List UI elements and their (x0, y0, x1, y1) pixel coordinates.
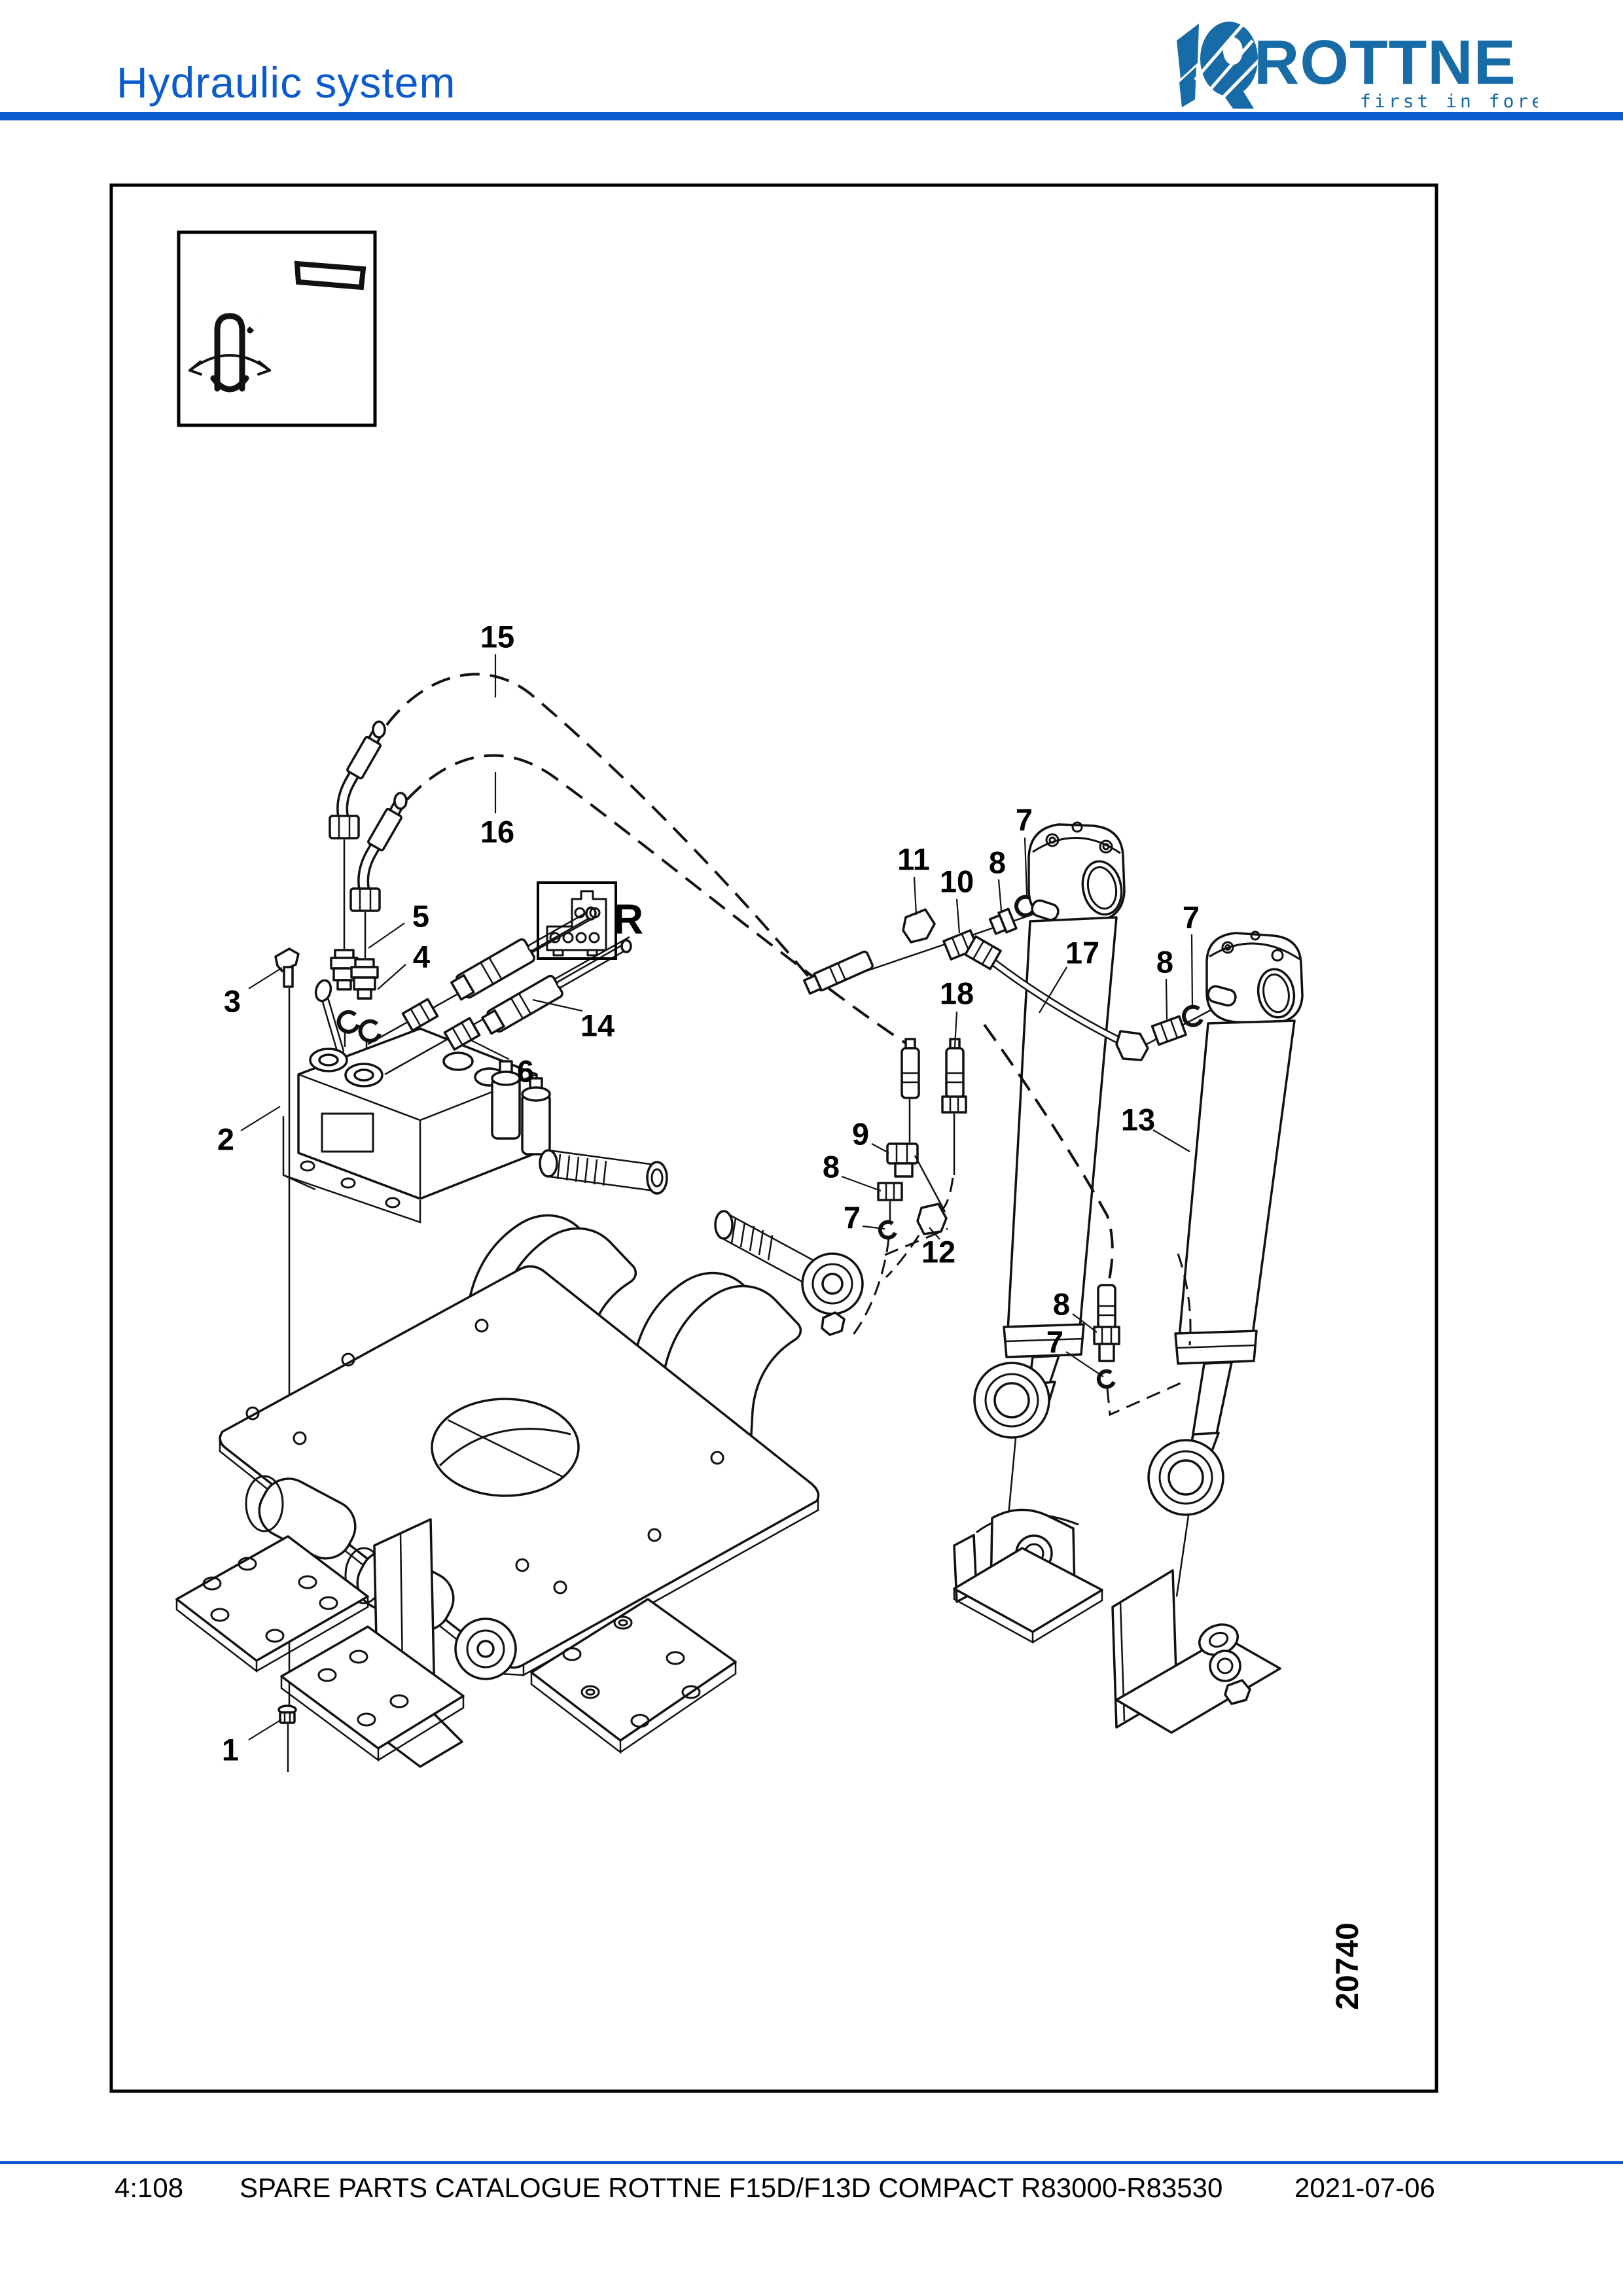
part-label-12: 12 (921, 1234, 956, 1269)
pipe-17-and-right-port (964, 935, 1226, 1061)
hose-15-pipe (329, 720, 386, 949)
fittings-6-and-14 (367, 906, 632, 1076)
part-label-16: 16 (480, 814, 515, 849)
legend-box (177, 230, 377, 427)
part-label-4: 4 (412, 939, 431, 974)
base-frame (175, 1149, 864, 1768)
rottne-r-mark-icon (1177, 21, 1260, 111)
part-label-13: 13 (1120, 1102, 1156, 1137)
footer-catalogue-title: SPARE PARTS CATALOGUE ROTTNE F15D/F13D C… (240, 2172, 1223, 2203)
part-label-6: 6 (516, 1053, 535, 1089)
hose-15-dashed (385, 673, 813, 981)
part-label-10: 10 (939, 864, 974, 899)
leader-lines (240, 654, 1194, 1740)
part-label-7: 7 (843, 1200, 861, 1235)
part-label-1: 1 (221, 1732, 240, 1767)
hose-16-dashed (406, 754, 910, 1046)
part-label-14: 14 (580, 1008, 615, 1043)
valve-block (282, 979, 551, 1224)
hose-13-and-lower-fittings (983, 1023, 1192, 1417)
part-label-r: R (613, 896, 644, 943)
brand-name: ROTTNE (1254, 27, 1516, 97)
part-label-17: 17 (1065, 935, 1100, 970)
footer-page-number: 4:108 (115, 2172, 184, 2203)
header-rule (0, 112, 1623, 120)
electric-connector-plug-icon (546, 890, 607, 957)
rottne-logo: ROTTNE first in forest (1177, 21, 1538, 111)
part-label-9: 9 (851, 1116, 870, 1152)
trunnion-shaft-2 (714, 1210, 864, 1336)
part-label-8: 8 (988, 845, 1007, 880)
r-connector-box (537, 881, 617, 960)
footer-rule (0, 2161, 1623, 2164)
hose-16-pipe (349, 792, 408, 958)
part-label-15: 15 (480, 619, 515, 654)
part-label-2: 2 (217, 1122, 235, 1157)
part-label-8: 8 (1052, 1286, 1071, 1322)
part-label-7: 7 (1046, 1324, 1064, 1360)
part-label-20740: 20740 (1330, 1922, 1365, 2010)
right-cylinder (1111, 930, 1304, 1734)
page-title: Hydraulic system (116, 58, 456, 107)
part-label-18: 18 (939, 976, 974, 1011)
part-label-5: 5 (412, 898, 430, 934)
brand-tagline: first in forest (1360, 90, 1538, 111)
footer-date: 2021-07-06 (1294, 2172, 1435, 2203)
part-label-8: 8 (1156, 944, 1174, 980)
fitting-5-and-ring-4 (330, 949, 382, 1059)
trunnion-shaft-1 (539, 1149, 668, 1195)
part-label-3: 3 (223, 983, 241, 1019)
lower-left-fittings (851, 1038, 967, 1337)
part-label-7: 7 (1182, 900, 1200, 935)
part-label-7: 7 (1015, 802, 1033, 838)
part-label-11: 11 (897, 841, 930, 877)
figure-border (109, 183, 1438, 2093)
crane-boom-swing-icon (188, 260, 366, 393)
part-label-8: 8 (822, 1149, 840, 1184)
